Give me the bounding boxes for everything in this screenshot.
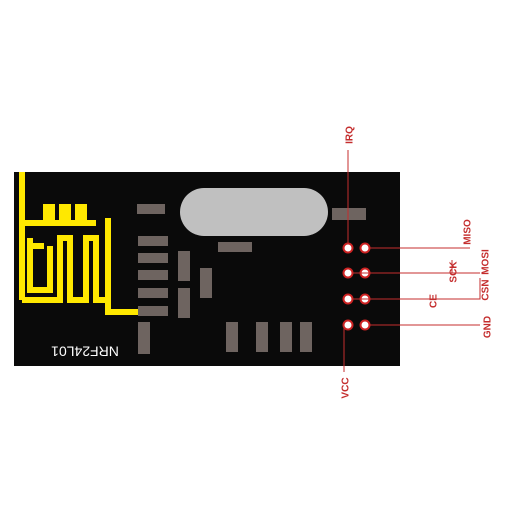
smd-pad xyxy=(138,253,168,263)
smd-pad xyxy=(138,306,168,316)
pin-leader-lines xyxy=(343,150,481,372)
smd-pad xyxy=(178,288,190,318)
label-mosi: MOSI xyxy=(481,249,492,275)
label-csn: CSN xyxy=(481,279,492,300)
leader-csn xyxy=(369,278,481,300)
label-vcc: VCC xyxy=(341,377,352,398)
label-sck: SCK xyxy=(449,261,460,283)
label-irq: IRQ xyxy=(345,126,356,144)
pin-ce[interactable] xyxy=(342,293,354,305)
smd-pad xyxy=(138,288,168,298)
smd-pad xyxy=(138,270,168,280)
label-ce: CE xyxy=(429,294,440,308)
smd-pad xyxy=(200,268,212,298)
pin-sck[interactable] xyxy=(342,267,354,279)
smd-pad xyxy=(256,322,268,352)
smd-pad xyxy=(138,236,168,246)
pcb-antenna-trace xyxy=(19,172,150,315)
pcb-antenna-loop xyxy=(27,238,53,293)
crystal-oscillator xyxy=(180,188,328,236)
label-gnd: GND xyxy=(483,316,494,338)
label-miso: MISO xyxy=(463,219,474,245)
pin-vcc[interactable] xyxy=(342,319,354,331)
pin-irq[interactable] xyxy=(342,242,354,254)
smd-pad xyxy=(300,322,312,352)
smd-components xyxy=(137,204,366,354)
smd-pad xyxy=(178,251,190,281)
pin-gnd[interactable] xyxy=(359,319,371,331)
pin-labels: IRQ MISO MOSI SCK CSN CE GND VCC xyxy=(341,126,494,399)
smd-pad xyxy=(280,322,292,352)
pin-miso[interactable] xyxy=(359,242,371,254)
smd-pad xyxy=(138,322,150,354)
board-model-label: NRF24L01 xyxy=(51,343,119,359)
smd-pad xyxy=(137,204,165,214)
smd-pad xyxy=(218,242,252,252)
smd-pad xyxy=(226,322,238,352)
smd-pad xyxy=(332,208,366,220)
